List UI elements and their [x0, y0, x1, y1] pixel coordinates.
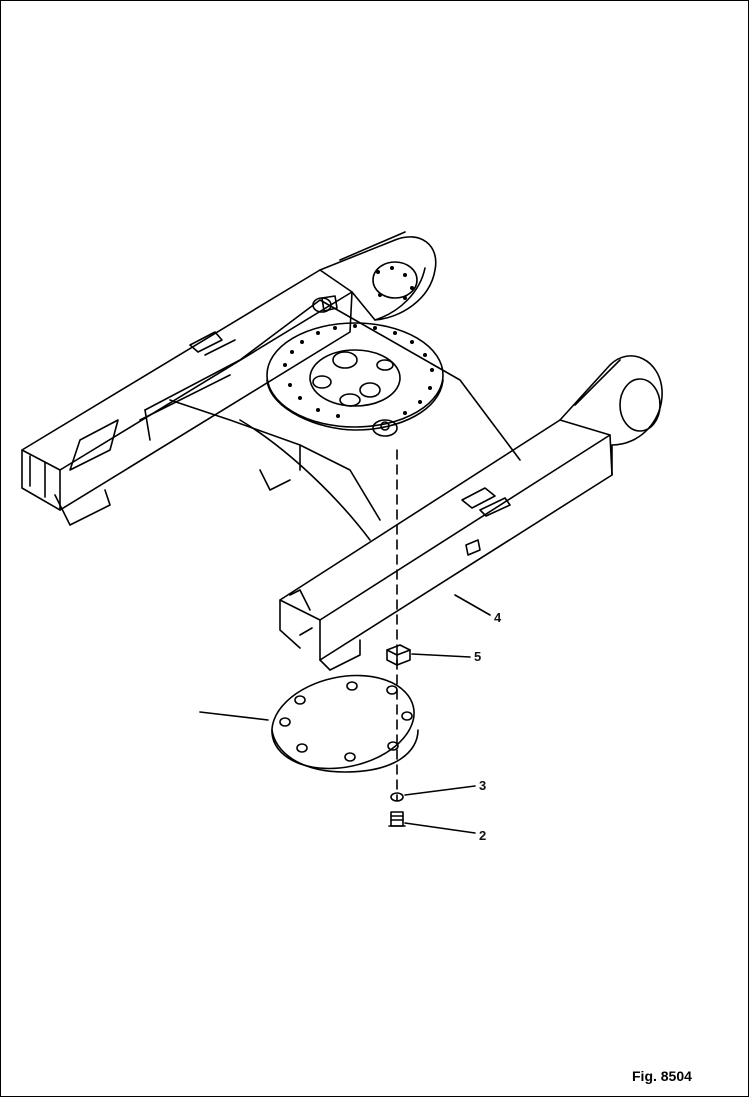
callout-3: 3 — [479, 778, 487, 793]
left-idler-yoke — [319, 231, 437, 321]
cover-plate-leader — [199, 711, 269, 721]
right-idler-yoke — [559, 355, 663, 476]
swing-circle — [266, 297, 444, 437]
swing-circle-bolt-holes — [283, 266, 434, 418]
center-body — [144, 299, 521, 541]
callout-2: 2 — [479, 828, 487, 843]
cover-plate — [271, 674, 419, 773]
right-track-frame — [279, 419, 613, 671]
spacer-block — [386, 644, 411, 666]
left-track-frame — [21, 269, 353, 526]
bolt — [388, 811, 406, 827]
leader-2 — [404, 822, 476, 834]
callout-5: 5 — [474, 649, 482, 664]
washer — [390, 792, 404, 802]
leader-5 — [411, 653, 471, 658]
leader-4 — [454, 594, 491, 616]
figure-caption: Fig. 8504 — [632, 1068, 692, 1084]
callout-4: 4 — [494, 610, 502, 625]
leader-3 — [404, 785, 476, 796]
